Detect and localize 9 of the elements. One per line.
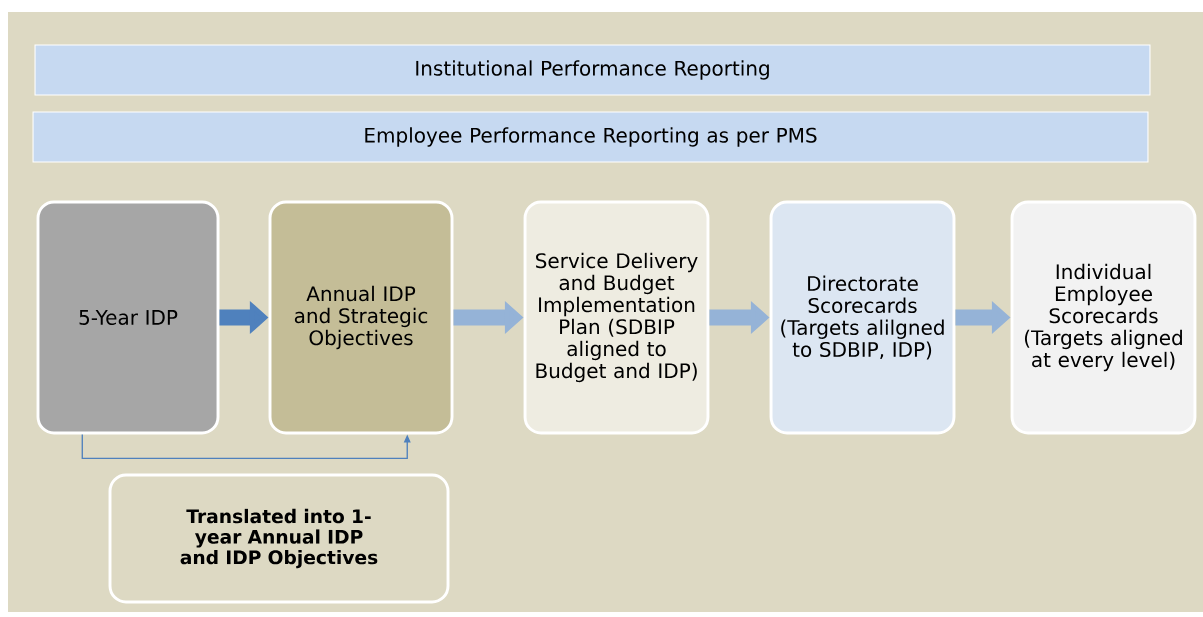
process-box: 5-Year IDP <box>36 200 220 435</box>
arrow <box>81 433 411 460</box>
process-box: Directorate Scorecards (Targets alilgned to SDBIP, IDP) <box>769 200 956 435</box>
process-box: Individual Employee Scorecards (Targets aligned at every level) <box>1010 200 1197 435</box>
process-box: Service Delivery and Budget Implementation Plan (SDBIP aligned to Budget and IDP) <box>523 200 710 435</box>
banner: Institutional Performance Reporting <box>34 44 1151 96</box>
note-box: Translated into 1-year Annual IDP and IDP Objectives <box>108 473 450 604</box>
process-box: Annual IDP and Strategic Objectives <box>268 200 454 435</box>
banner: Employee Performance Reporting as per PMS <box>32 111 1149 163</box>
